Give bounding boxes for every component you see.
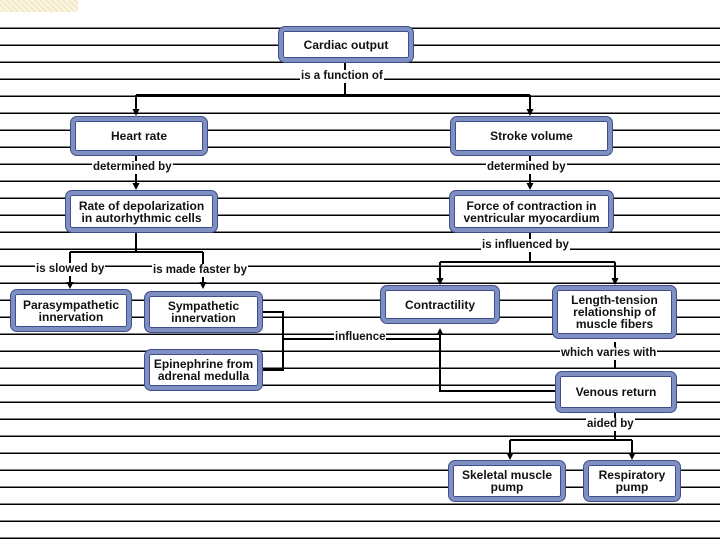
node-rate-of-depolarization-text: Rate of depolarization in autorhythmic c… xyxy=(78,198,205,225)
node-parasympathetic-innervation: Parasympathetic innervation xyxy=(11,290,131,331)
label-which-varies-with: which varies with xyxy=(560,347,658,360)
node-force-of-contraction-text: Force of contraction in ventricular myoc… xyxy=(463,198,600,225)
label-determined-by-right: determined by xyxy=(486,161,567,174)
node-heart-rate-text: Heart rate xyxy=(110,129,168,143)
node-respiratory-pump-text: Respiratory pump xyxy=(598,468,666,494)
node-parasympathetic-innervation-text: Parasympathetic innervation xyxy=(22,297,120,324)
node-stroke-volume: Stroke volume xyxy=(451,117,612,155)
label-is-made-faster-by: is made faster by xyxy=(152,264,248,277)
node-cardiac-output: Cardiac output xyxy=(279,27,413,62)
label-is-a-function-of: is a function of xyxy=(300,70,384,83)
node-sympathetic-innervation: Sympathetic innervation xyxy=(145,292,262,332)
node-stroke-volume-text: Stroke volume xyxy=(490,129,573,143)
node-force-of-contraction: Force of contraction in ventricular myoc… xyxy=(450,191,613,232)
node-epinephrine: Epinephrine from adrenal medulla xyxy=(145,350,262,390)
label-influence: influence xyxy=(334,331,387,344)
node-length-tension: Length-tension relationship of muscle fi… xyxy=(553,286,676,338)
node-heart-rate: Heart rate xyxy=(71,117,207,155)
label-determined-by-left: determined by xyxy=(92,161,173,174)
corner-texture xyxy=(0,0,78,12)
label-is-influenced-by: is influenced by xyxy=(481,239,570,252)
node-contractility: Contractility xyxy=(381,286,499,323)
node-epinephrine-text: Epinephrine from adrenal medulla xyxy=(153,357,254,383)
node-length-tension-text: Length-tension relationship of muscle fi… xyxy=(571,293,658,331)
node-venous-return-text: Venous return xyxy=(575,385,657,399)
node-rate-of-depolarization: Rate of depolarization in autorhythmic c… xyxy=(66,191,217,232)
connector-venous-to-contractility xyxy=(439,339,556,392)
node-cardiac-output-text: Cardiac output xyxy=(303,37,389,52)
node-contractility-text: Contractility xyxy=(404,297,475,312)
connector-bracket xyxy=(262,311,284,371)
label-aided-by: aided by xyxy=(586,418,635,431)
node-skeletal-muscle-pump-text: Skeletal muscle pump xyxy=(461,468,553,494)
node-respiratory-pump: Respiratory pump xyxy=(584,461,680,501)
node-sympathetic-innervation-text: Sympathetic innervation xyxy=(167,299,240,325)
node-skeletal-muscle-pump: Skeletal muscle pump xyxy=(449,461,565,501)
node-venous-return: Venous return xyxy=(556,372,676,412)
label-is-slowed-by: is slowed by xyxy=(35,263,106,276)
